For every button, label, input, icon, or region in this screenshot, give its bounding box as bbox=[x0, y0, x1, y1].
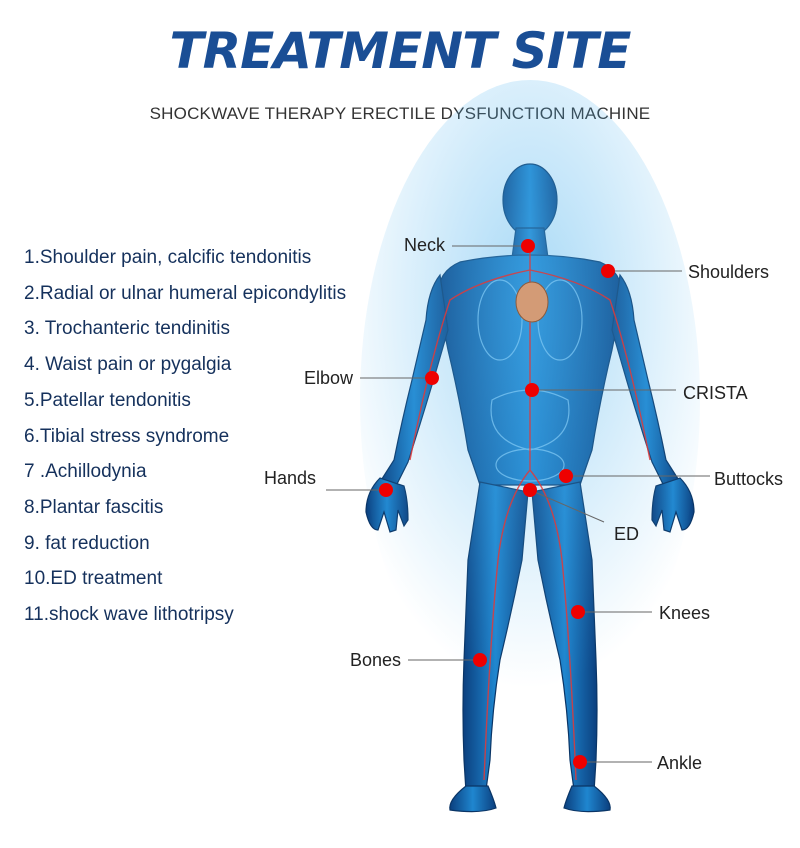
treatment-item: 8.Plantar fascitis bbox=[24, 496, 164, 518]
marker-crista bbox=[525, 383, 539, 397]
marker-hands bbox=[379, 483, 393, 497]
label-buttocks: Buttocks bbox=[714, 469, 783, 489]
treatment-item: 10.ED treatment bbox=[24, 568, 163, 590]
label-neck: Neck bbox=[404, 235, 446, 255]
label-crista: CRISTA bbox=[683, 383, 748, 403]
treatment-item: 2.Radial or ulnar humeral epicondylitis bbox=[24, 282, 347, 304]
label-shoulders: Shoulders bbox=[688, 262, 769, 282]
label-hands: Hands bbox=[264, 468, 316, 488]
treatment-item: 11.shock wave lithotripsy bbox=[24, 604, 234, 626]
label-knees: Knees bbox=[659, 603, 710, 623]
treatment-markers bbox=[379, 239, 615, 769]
treatment-item: 7 .Achillodynia bbox=[24, 461, 147, 483]
treatment-list: 1.Shoulder pain, calcific tendonitis 2.R… bbox=[24, 240, 346, 633]
leader-lines bbox=[326, 245, 710, 763]
marker-ankle bbox=[573, 755, 587, 769]
treatment-item: 9. fat reduction bbox=[24, 532, 150, 554]
label-bones: Bones bbox=[350, 650, 401, 670]
heart-icon bbox=[515, 281, 549, 323]
treatment-item: 4. Waist pain or pygalgia bbox=[24, 354, 232, 376]
page-title: TREATMENT SITE bbox=[169, 22, 632, 80]
marker-neck bbox=[521, 239, 535, 253]
marker-elbow bbox=[425, 371, 439, 385]
treatment-item: 3. Trochanteric tendinitis bbox=[24, 318, 230, 340]
marker-bones bbox=[473, 653, 487, 667]
marker-ed bbox=[523, 483, 537, 497]
label-elbow: Elbow bbox=[304, 368, 354, 388]
marker-shoulders bbox=[601, 264, 615, 278]
label-ankle: Ankle bbox=[657, 753, 702, 773]
marker-knees bbox=[571, 605, 585, 619]
marker-buttocks bbox=[559, 469, 573, 483]
site-labels: Neck Shoulders Elbow CRISTA Hands Buttoc… bbox=[264, 235, 783, 773]
treatment-item: 5.Patellar tendonitis bbox=[24, 389, 191, 411]
treatment-item: 6.Tibial stress syndrome bbox=[24, 425, 230, 447]
treatment-item: 1.Shoulder pain, calcific tendonitis bbox=[24, 247, 312, 268]
label-ed: ED bbox=[614, 524, 639, 544]
